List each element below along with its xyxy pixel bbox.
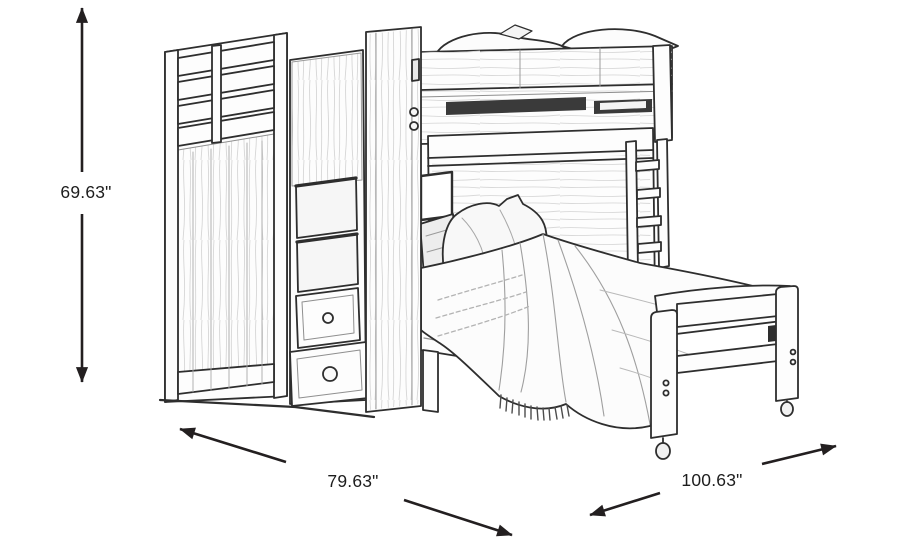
- dimension-arrows: [75, 7, 837, 537]
- length-dimension-label: 100.63": [681, 470, 743, 490]
- length-dimension-arrow-left: [589, 491, 661, 517]
- blanket-fringe: [499, 394, 570, 421]
- depth-dimension-label: 79.63": [327, 471, 379, 491]
- depth-dimension-arrow-right: [403, 498, 513, 537]
- upper-bunk-rail: [419, 44, 673, 145]
- footboard: [650, 285, 799, 460]
- caster-wheel-right: [780, 401, 794, 417]
- bedding: [420, 233, 771, 430]
- loft-front-post: [365, 26, 422, 413]
- height-dimension-label: 69.63": [60, 182, 112, 202]
- caster-wheel-left: [655, 442, 671, 460]
- left-end-panel: [164, 32, 288, 403]
- bed-sketch-group: [158, 24, 799, 460]
- ladder: [625, 138, 670, 275]
- storage-steps: [158, 49, 376, 419]
- length-dimension-arrow-right: [761, 443, 837, 466]
- depth-dimension-arrow-left: [179, 427, 287, 464]
